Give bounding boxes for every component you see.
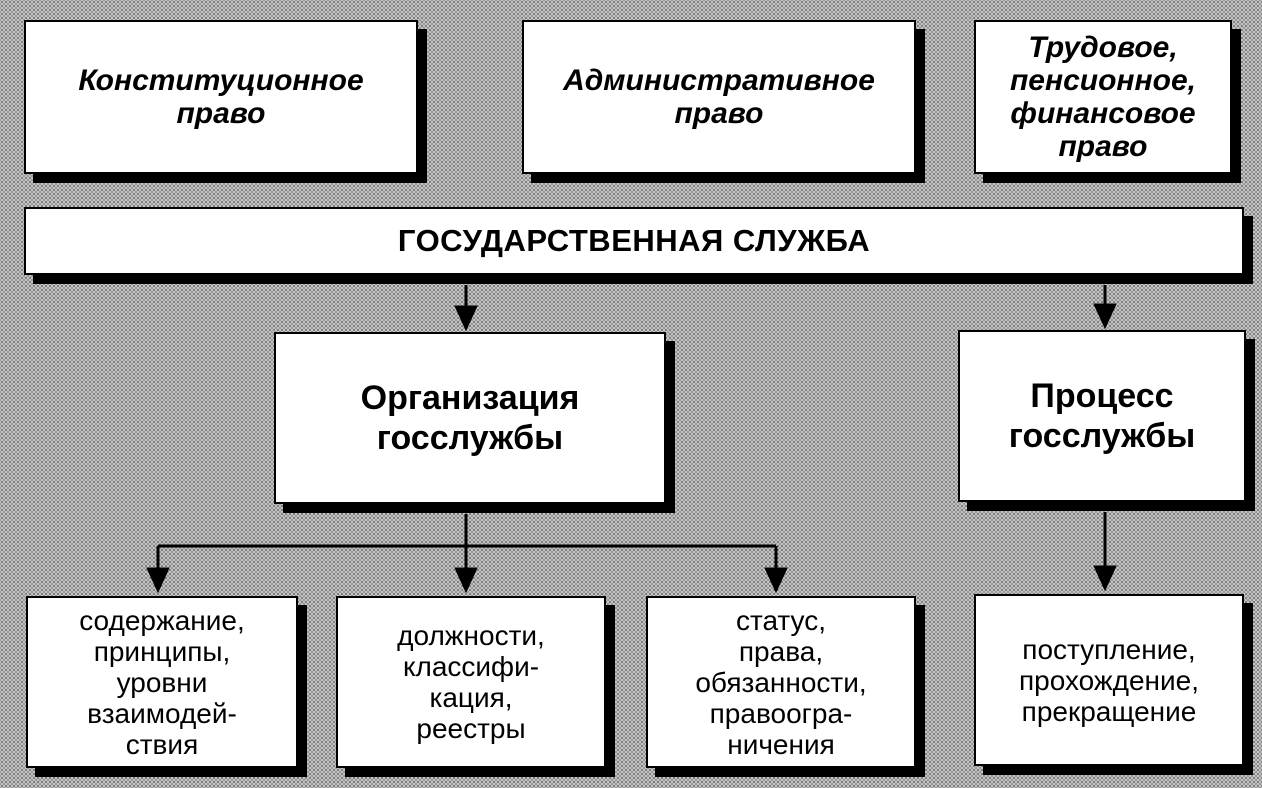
arrowhead-process-to-stages xyxy=(1093,565,1117,592)
arrowhead-to-positions xyxy=(454,567,478,594)
box-labor-pension-finance-law: Трудовое, пенсионное, финансовое право xyxy=(974,20,1232,174)
box-service-organization: Организация госслужбы xyxy=(274,332,666,504)
entry-passage-termination-label: поступление, прохождение, прекращение xyxy=(1018,633,1200,727)
arrowhead-to-status xyxy=(764,567,788,594)
arrowhead-to-content xyxy=(146,567,170,594)
box-entry-passage-termination: поступление, прохождение, прекращение xyxy=(974,594,1244,766)
box-positions-classification: должности, классифи- кация, реестры xyxy=(336,596,606,768)
box-administrative-law: Административное право xyxy=(522,20,916,174)
administrative-law-label: Административное право xyxy=(563,64,875,130)
box-content-principles: содержание, принципы, уровни взаимодей- … xyxy=(26,596,298,768)
box-constitutional-law: Конституционное право xyxy=(24,20,418,174)
positions-classification-label: должности, классифи- кация, реестры xyxy=(397,620,545,744)
arrowhead-banner-to-organization xyxy=(454,305,478,332)
constitutional-law-label: Конституционное право xyxy=(78,64,364,130)
box-service-process: Процесс госслужбы xyxy=(958,330,1246,502)
banner-public-service: ГОСУДАРСТВЕННАЯ СЛУЖБА xyxy=(24,207,1244,275)
labor-pension-finance-law-label: Трудовое, пенсионное, финансовое право xyxy=(1009,31,1197,163)
content-principles-label: содержание, принципы, уровни взаимодей- … xyxy=(79,604,245,760)
service-process-label: Процесс госслужбы xyxy=(1008,377,1196,455)
arrowhead-banner-to-process xyxy=(1093,303,1117,330)
banner-label: ГОСУДАРСТВЕННАЯ СЛУЖБА xyxy=(397,223,871,258)
status-rights-label: статус, права, обязанности, правоогра- н… xyxy=(695,604,867,760)
service-organization-label: Организация госслужбы xyxy=(360,379,580,457)
box-status-rights: статус, права, обязанности, правоогра- н… xyxy=(646,596,916,768)
